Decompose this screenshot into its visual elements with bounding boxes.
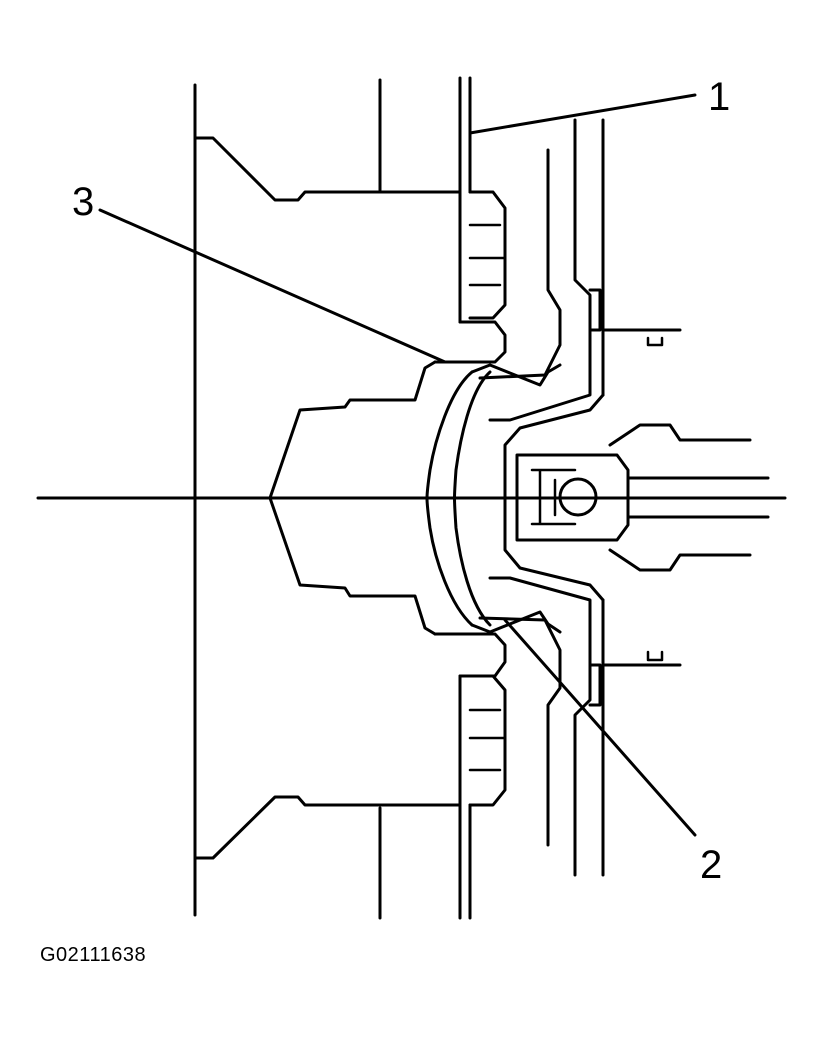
spring-tab-lower xyxy=(588,663,602,707)
flywheel-web-lower xyxy=(433,632,507,678)
input-shaft-upper xyxy=(601,328,682,667)
release-bearing-housing xyxy=(503,393,605,602)
pressure-plate-curve-lower xyxy=(478,616,562,847)
crank-nose-profile-lower xyxy=(268,496,437,636)
release-bearing-inner xyxy=(515,453,630,542)
housing-upper xyxy=(488,118,592,422)
housing-lower xyxy=(488,576,592,877)
hub-profile-lower xyxy=(193,795,462,860)
callout-label-2: 2 xyxy=(700,843,722,887)
shaft-notch-upper xyxy=(646,336,664,662)
leader-line-3 xyxy=(98,208,447,364)
spring-tab-upper xyxy=(588,288,602,332)
bolt-head-upper xyxy=(468,190,507,320)
figure-id: G02111638 xyxy=(40,944,147,966)
leader-line-1 xyxy=(468,93,697,135)
shaft-guide-upper xyxy=(608,423,752,447)
disc-connector-upper xyxy=(470,363,562,387)
callout-label-1: 1 xyxy=(708,75,730,119)
crank-nose-profile xyxy=(268,360,437,500)
clutch-disc-profile-inner xyxy=(453,370,492,627)
shaft-guide-lower xyxy=(608,548,752,572)
callout-label-3: 3 xyxy=(72,180,94,224)
disc-connector-lower xyxy=(470,610,562,634)
pressure-plate-curve-upper xyxy=(478,148,562,380)
clutch-disc-profile-outer xyxy=(425,370,474,627)
flywheel-web-upper xyxy=(433,320,507,364)
bolt-head-lower xyxy=(468,674,507,807)
bearing-ball xyxy=(558,477,598,517)
hub-profile-upper xyxy=(193,136,462,202)
leader-line-2 xyxy=(503,618,697,837)
bearing-race xyxy=(530,468,577,526)
